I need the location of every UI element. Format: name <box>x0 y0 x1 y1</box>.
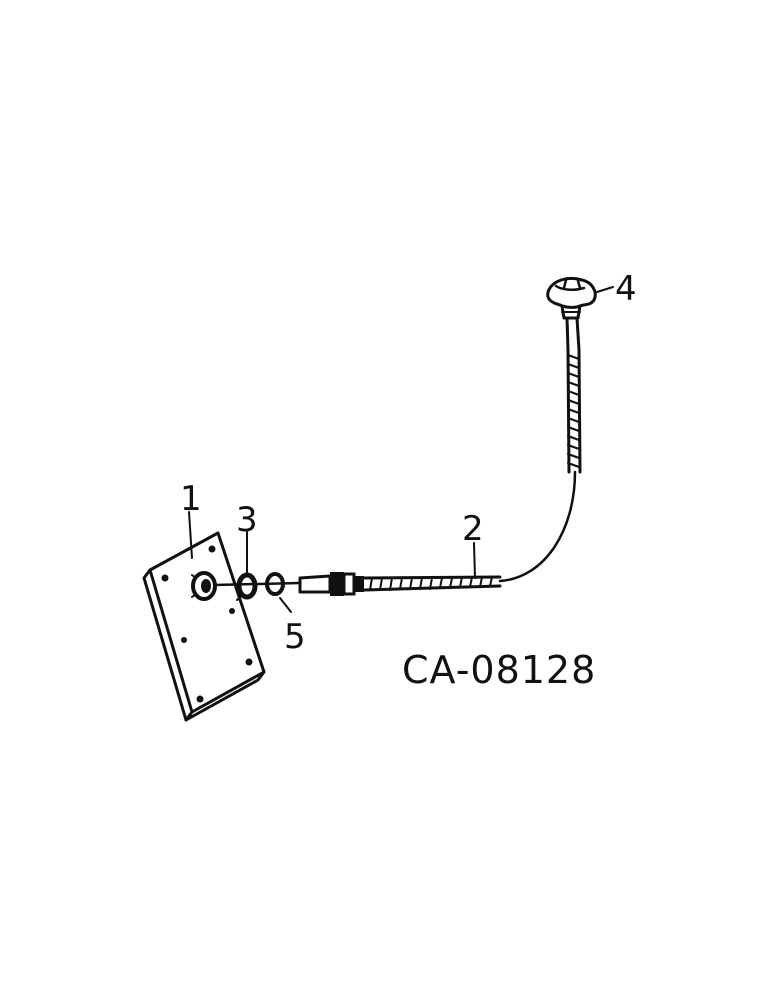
plate-hole <box>208 545 216 553</box>
callout-5: 5 <box>284 617 306 657</box>
callout-3: 3 <box>236 500 258 540</box>
washer <box>236 572 258 601</box>
knob <box>546 277 597 352</box>
o-ring <box>265 572 285 596</box>
leader-line-knob <box>596 286 614 293</box>
callout-2: 2 <box>462 509 484 549</box>
plate-hole <box>196 695 204 703</box>
leader-line-plate <box>188 511 193 559</box>
plate-hole <box>161 574 169 582</box>
axis-line <box>212 581 302 587</box>
plate-hole <box>181 637 187 643</box>
plate-hole <box>245 658 253 666</box>
figure-code: CA-08128 <box>402 648 596 692</box>
leader-line-cable <box>473 542 476 579</box>
callout-1: 1 <box>180 479 202 519</box>
control-cable <box>298 348 582 596</box>
callout-4: 4 <box>615 269 637 309</box>
leader-line-o-ring <box>279 597 292 613</box>
plate-hole <box>229 608 235 614</box>
